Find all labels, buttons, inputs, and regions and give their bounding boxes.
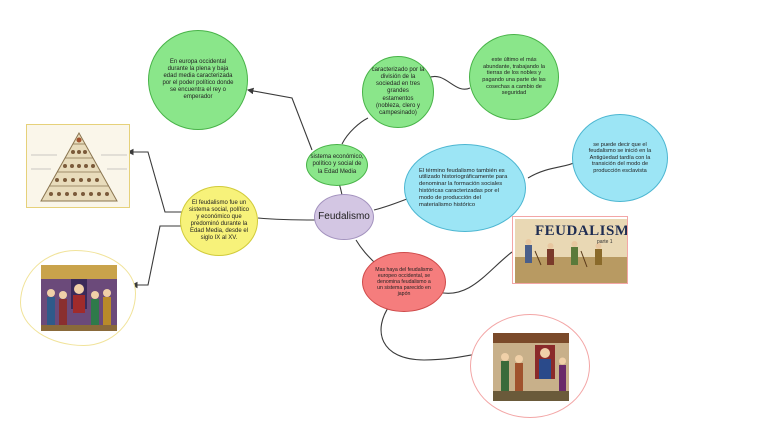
central-topic-label: Feudalismo — [318, 211, 370, 223]
node-ultimo-abundante[interactable]: este último el más abundante, trabajando… — [469, 34, 559, 120]
node-antiguedad-tardia[interactable]: se puede decir que el feudalismo se inic… — [572, 114, 668, 202]
link-center-termino — [374, 198, 410, 210]
link-termino-antiguedad — [528, 162, 576, 178]
link-sistema-caracterizado — [342, 118, 368, 144]
node-termino-feudalismo[interactable]: El término feudalismo también es utiliza… — [404, 144, 526, 232]
node-caracterizado[interactable]: caracterizado por la división de la soci… — [362, 56, 434, 128]
banner-title: FEUDALISMO — [535, 223, 628, 240]
banner-subtitle: parte 1 — [597, 239, 613, 245]
central-topic-feudalismo[interactable]: Feudalismo — [314, 194, 374, 240]
link-center-definicion — [258, 218, 316, 220]
node-caracterizado-text: caracterizado por la división de la soci… — [371, 67, 425, 117]
node-sistema-text: sistema económico, político y social de … — [310, 154, 364, 175]
node-europa-occidental[interactable]: En europa occidental durante la plena y … — [148, 30, 248, 130]
node-antiguedad-text: se puede decir que el feudalismo se inic… — [585, 142, 655, 175]
pyramid-image-frame[interactable] — [26, 124, 130, 208]
node-termino-text: El término feudalismo también es utiliza… — [419, 168, 511, 209]
throne-image-frame[interactable] — [470, 314, 590, 418]
link-definicion-court — [132, 226, 182, 285]
link-sistema-europa — [248, 90, 312, 150]
link-caracterizado-ultimo — [428, 76, 470, 89]
feudal-pyramid-illustration — [27, 125, 130, 208]
node-ultimo-text: este último el más abundante, trabajando… — [481, 57, 547, 97]
node-sistema-economico[interactable]: sistema económico, político y social de … — [306, 144, 368, 186]
node-mas-alla-japon[interactable]: Mas haya del feudalismo europeo occident… — [362, 252, 446, 312]
node-definicion-feudalismo[interactable]: El feudalismo fue un sistema social, pol… — [180, 186, 258, 256]
court-image-frame[interactable] — [20, 250, 136, 346]
feudalismo-banner-frame[interactable]: FEUDALISMO parte 1 — [512, 216, 628, 284]
link-definicion-pyramid — [128, 152, 182, 212]
link-masalla-banner — [438, 252, 512, 293]
link-center-masalla — [356, 240, 374, 262]
node-europa-text: En europa occidental durante la plena y … — [161, 59, 235, 101]
node-definicion-text: El feudalismo fue un sistema social, pol… — [187, 200, 251, 242]
node-mas-alla-text: Mas haya del feudalismo europeo occident… — [375, 267, 433, 298]
medieval-court-illustration — [21, 251, 136, 346]
medieval-throne-illustration — [471, 315, 590, 418]
